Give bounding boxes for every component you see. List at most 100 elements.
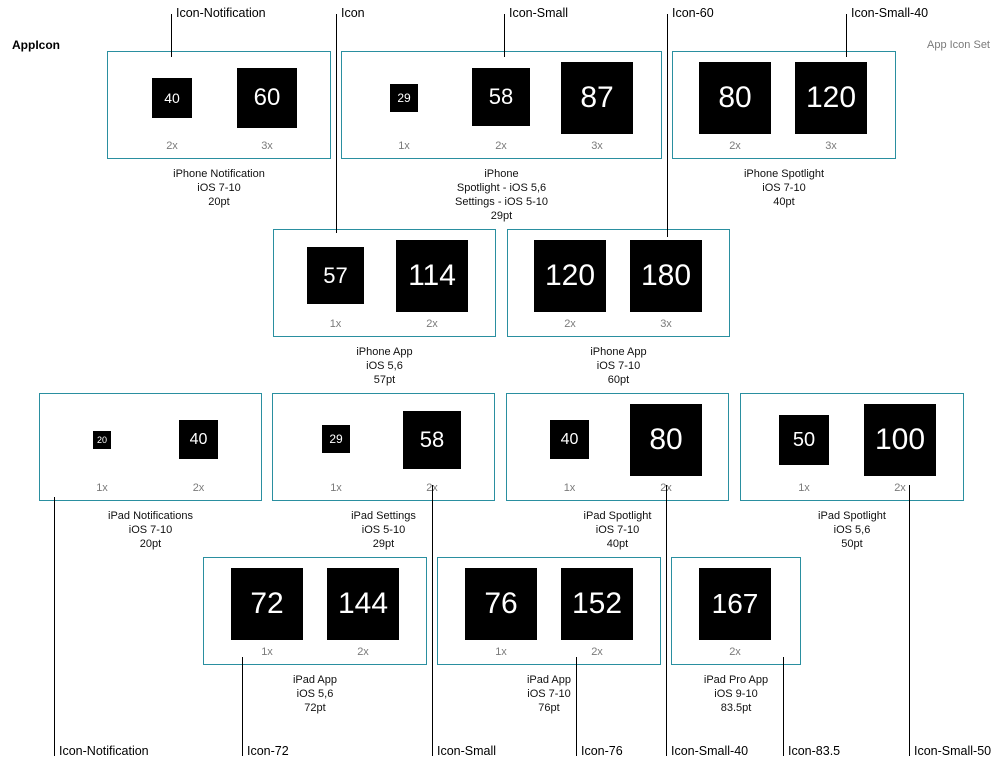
scale-label: 2x bbox=[729, 140, 741, 152]
caption-line: iPhone bbox=[484, 168, 519, 180]
callout-line bbox=[783, 657, 784, 756]
callout-label: Icon bbox=[341, 6, 365, 20]
icon-well-58[interactable]: 58 bbox=[472, 68, 530, 126]
scale-label: 2x bbox=[357, 646, 369, 658]
callout-label: Icon-Small bbox=[437, 744, 497, 758]
callout-label: Icon-72 bbox=[247, 744, 289, 758]
caption-line: iOS 5,6 bbox=[366, 360, 403, 372]
group-caption: iPad Spotlight iOS 5,6 50pt bbox=[740, 509, 964, 551]
icon-well-57[interactable]: 57 bbox=[307, 247, 364, 304]
caption-line: iOS 7-10 bbox=[596, 360, 641, 372]
caption-line: 76pt bbox=[538, 702, 560, 714]
group-caption: iPad Pro App iOS 9-10 83.5pt bbox=[671, 673, 801, 715]
icon-well-40[interactable]: 40 bbox=[152, 78, 192, 118]
caption-line: Spotlight - iOS 5,6 bbox=[456, 182, 547, 194]
icon-well-40[interactable]: 40 bbox=[179, 420, 218, 459]
scale-label: 3x bbox=[261, 140, 273, 152]
caption-line: 40pt bbox=[606, 538, 629, 550]
scale-label: 2x bbox=[166, 140, 178, 152]
caption-line: 20pt bbox=[208, 196, 230, 208]
caption-line: iPad Settings bbox=[351, 510, 416, 522]
callout-line bbox=[54, 497, 55, 756]
icon-well-76[interactable]: 76 bbox=[465, 568, 537, 640]
scale-label: 1x bbox=[96, 482, 108, 494]
icon-well-20[interactable]: 20 bbox=[93, 431, 111, 449]
caption-line: 83.5pt bbox=[720, 702, 752, 714]
callout-line bbox=[336, 14, 337, 233]
icon-well-72[interactable]: 72 bbox=[231, 568, 303, 640]
scale-label: 2x bbox=[564, 318, 576, 330]
caption-line: Settings - iOS 5-10 bbox=[455, 196, 548, 208]
caption-line: iOS 9-10 bbox=[714, 688, 758, 700]
icon-well-180[interactable]: 180 bbox=[630, 240, 702, 312]
icon-group-ipad-settings[interactable] bbox=[272, 393, 495, 501]
callout-line bbox=[242, 657, 243, 756]
icon-well-40[interactable]: 40 bbox=[550, 420, 589, 459]
scale-label: 1x bbox=[261, 646, 273, 658]
caption-line: iPhone App bbox=[356, 346, 413, 358]
icon-well-114[interactable]: 114 bbox=[396, 240, 468, 312]
caption-line: 20pt bbox=[139, 538, 162, 550]
icon-well-29[interactable]: 29 bbox=[390, 84, 418, 112]
caption-line: iOS 7-10 bbox=[762, 182, 806, 194]
icon-well-87[interactable]: 87 bbox=[561, 62, 633, 134]
caption-line: 72pt bbox=[304, 702, 326, 714]
caption-line: iPhone Notification bbox=[173, 168, 265, 180]
callout-line bbox=[171, 14, 172, 57]
callout-line bbox=[909, 485, 910, 756]
icon-well-152[interactable]: 152 bbox=[561, 568, 633, 640]
caption-line: 29pt bbox=[372, 538, 395, 550]
icon-well-167[interactable]: 167 bbox=[699, 568, 771, 640]
scale-label: 1x bbox=[495, 646, 507, 658]
caption-line: iPad Pro App bbox=[703, 674, 769, 686]
icon-group-iphone-notification[interactable] bbox=[107, 51, 331, 159]
callout-line bbox=[666, 485, 667, 756]
icon-well-120[interactable]: 120 bbox=[795, 62, 867, 134]
caption-line: iOS 5,6 bbox=[296, 688, 334, 700]
scale-label: 2x bbox=[729, 646, 741, 658]
icon-well-50[interactable]: 50 bbox=[779, 415, 829, 465]
callout-label: Icon-Small bbox=[509, 6, 569, 20]
caption-line: iOS 7-10 bbox=[197, 182, 241, 194]
icon-well-29[interactable]: 29 bbox=[322, 425, 350, 453]
scale-label: 1x bbox=[329, 318, 342, 330]
icon-well-80[interactable]: 80 bbox=[630, 404, 702, 476]
caption-line: iOS 7-10 bbox=[128, 524, 173, 536]
icon-group-ipad-notifications[interactable] bbox=[39, 393, 262, 501]
callout-line bbox=[504, 14, 505, 57]
asset-type-label: App Icon Set bbox=[927, 39, 990, 51]
callout-label: Icon-Notification bbox=[59, 744, 149, 758]
icon-well-100[interactable]: 100 bbox=[864, 404, 936, 476]
callout-label: Icon-Small-40 bbox=[851, 6, 929, 20]
scale-label: 1x bbox=[398, 140, 410, 152]
caption-line: iOS 5,6 bbox=[833, 524, 871, 536]
icon-well-60[interactable]: 60 bbox=[237, 68, 297, 128]
callout-label: Icon-83.5 bbox=[788, 744, 841, 758]
icon-well-58[interactable]: 58 bbox=[403, 411, 461, 469]
icon-well-120[interactable]: 120 bbox=[534, 240, 606, 312]
scale-label: 3x bbox=[660, 318, 672, 330]
scale-label: 2x bbox=[192, 482, 205, 494]
callout-line bbox=[432, 485, 433, 756]
group-caption: iPhone Notification iOS 7-10 20pt bbox=[107, 167, 331, 209]
caption-line: 29pt bbox=[490, 210, 513, 222]
caption-line: 57pt bbox=[373, 374, 396, 386]
callout-label: Icon-Notification bbox=[176, 6, 266, 20]
callout-line bbox=[846, 14, 847, 57]
caption-line: 50pt bbox=[841, 538, 863, 550]
caption-line: iPad App bbox=[292, 674, 338, 686]
group-caption: iPhone App iOS 5,6 57pt bbox=[273, 345, 496, 387]
icon-well-80[interactable]: 80 bbox=[699, 62, 771, 134]
caption-line: iOS 7-10 bbox=[527, 688, 571, 700]
callout-line bbox=[576, 657, 577, 756]
caption-line: iPad App bbox=[526, 674, 572, 686]
scale-label: 3x bbox=[591, 140, 603, 152]
scale-label: 2x bbox=[426, 318, 438, 330]
icon-well-144[interactable]: 144 bbox=[327, 568, 399, 640]
caption-line: iPad Spotlight bbox=[818, 510, 886, 522]
